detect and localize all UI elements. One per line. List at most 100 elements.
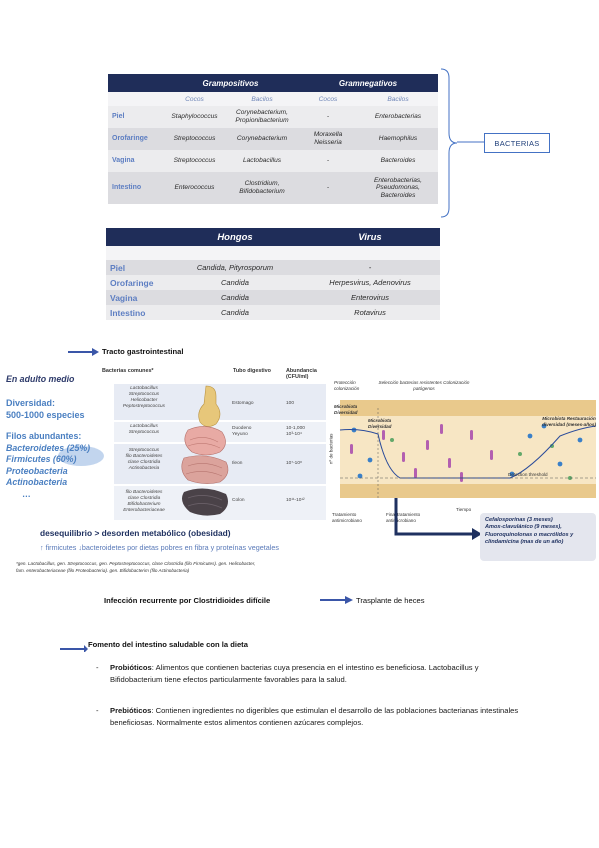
microbiota-label: Microbiota Diversidad: [368, 418, 392, 429]
bacteria-name: Streptococcus: [128, 430, 160, 435]
footnote: *gen. Lactobacillus, gen. Streptococcus,…: [16, 561, 326, 574]
diversity-label: Diversidad:: [6, 398, 56, 408]
row-label: Vagina: [106, 290, 170, 305]
tracto-label: Tracto gastrointestinal: [102, 347, 184, 356]
table-corner: [108, 74, 163, 92]
bacteria-name: Lactobacillus: [130, 424, 158, 429]
table-corner: [106, 228, 170, 246]
antibiotic-line: Fluoroquinolonas o macrólidos y: [485, 531, 574, 538]
row-label: Orofaringe: [106, 275, 170, 290]
table-row: Orofaringe Candida Herpesvirus, Adenovir…: [106, 275, 440, 290]
organ-label: Duodeno Yeyuno: [232, 426, 252, 437]
row-label: Intestino: [108, 172, 163, 204]
table-cell: Lactobacillus: [226, 150, 298, 172]
phylum-item: Actinobacteria: [6, 477, 68, 488]
footnote-line: *gen. Lactobacillus, gen. Streptococcus,…: [16, 561, 256, 566]
organ-label: Estomago: [232, 401, 254, 406]
abundance-value: 10⁷-10⁸: [286, 461, 303, 466]
phyla-title: Filos abundantes:: [6, 431, 82, 441]
col-bacteria-header: Bacterias comunes*: [102, 368, 154, 374]
bacteria-name: Streptococcus: [128, 392, 160, 397]
desequilibrio-text: desequilibrio > desorden metabólico (obe…: [40, 528, 231, 538]
antibiotic-line: Cefalosporinas (3 meses): [485, 517, 553, 523]
arrow-right-icon: [68, 348, 99, 356]
table-cell: Haemophilus: [358, 128, 438, 150]
bacteria-name: Enterobacteriaceae: [123, 508, 165, 513]
table-cell: Enterovirus: [300, 290, 440, 305]
list-item-prebioticos: - Prebióticos: Contienen ingredientes no…: [96, 705, 520, 728]
table-cell: Herpesvirus, Adenovirus: [300, 275, 440, 290]
table-cell: -: [298, 172, 358, 204]
bacteria-list: Lactobacillus Streptococcus: [114, 424, 174, 436]
threshold-label: Detection threshold: [508, 472, 548, 477]
subheader-bacilos: Bacilos: [358, 92, 438, 106]
table-cell: Enterobacterias, Pseudomonas, Bacteroide…: [358, 172, 438, 204]
table-cell: Enterobacterias: [358, 106, 438, 128]
table-cell: Rotavirus: [300, 305, 440, 320]
right-brace-icon: [440, 68, 458, 218]
table-cell: -: [298, 150, 358, 172]
gut-diagram: Bacterias comunes* Tubo digestivo Abunda…: [98, 368, 326, 520]
prebioticos-text: : Contienen ingredientes no digeribles q…: [110, 706, 519, 727]
list-item-probioticos: - Probióticos: Alimentos que contienen b…: [96, 662, 520, 685]
antibiotic-timeline: Protección colonización Selección bacter…: [328, 376, 596, 526]
antibiotic-line: Amox-clavulánico (9 meses),: [485, 524, 562, 531]
header-grampositivos: Grampositivos: [163, 74, 298, 92]
table-row: Orofaringe Streptococcus Corynebacterium…: [108, 128, 438, 150]
gut-lumen-illustration: [339, 400, 596, 498]
bacteria-table: Grampositivos Gramnegativos Cocos Bacilo…: [108, 74, 438, 204]
prebioticos-label: Prebióticos: [110, 706, 152, 715]
header-virus: Virus: [300, 228, 440, 246]
row-label: Intestino: [106, 305, 170, 320]
phylum-item: Firmicutes (60%): [6, 454, 77, 465]
col-tube-header: Tubo digestivo: [233, 368, 271, 374]
phyla-block: Filos abundantes: Bacteroidetes (25%) Fi…: [6, 431, 90, 501]
digestive-tract-icon: [181, 385, 229, 516]
microbiota-label: Microbiota Restauración diversidad (mese…: [542, 416, 596, 427]
bacteria-name: Bifidobacterium: [127, 502, 161, 507]
diversity-value: 500-1000 especies: [6, 410, 85, 420]
bacterias-label-box: BACTERIAS: [484, 133, 550, 153]
row-label: Vagina: [108, 150, 163, 172]
table-row: Piel Staphylococcus Corynebacterium, Pro…: [108, 106, 438, 128]
diversity-block: Diversidad: 500-1000 especies: [6, 397, 85, 421]
organ-label: Ileon: [232, 461, 243, 466]
y-axis-label: nº de bacterias: [328, 433, 334, 465]
bacteria-name: Lactobacillus: [130, 386, 158, 391]
tiempo-label: Tiempo: [456, 507, 472, 512]
table-cell: Corynebacterium, Propionibacterium: [226, 106, 298, 128]
proteccion-label: Protección colonización: [334, 380, 360, 391]
bacteria-name: clase Clostridia: [127, 496, 161, 501]
probioticos-label: Probióticos: [110, 663, 152, 672]
subheader-cocos: Cocos: [163, 92, 226, 106]
organ-label: Colon: [232, 498, 245, 503]
table-cell: -: [298, 106, 358, 128]
arrow-right-icon: [320, 596, 353, 604]
adult-title: En adulto medio: [6, 374, 75, 384]
header-gramnegativos: Gramnegativos: [298, 74, 438, 92]
infeccion-label: Infección recurrente por Clostridioides …: [104, 596, 271, 605]
bacteria-name: Actinobacteria: [128, 466, 160, 471]
bacteria-list: filo Bacteroidetes clase Clostridia Bifi…: [110, 490, 178, 514]
col-abund-header: Abundancia (CFU/ml): [286, 368, 317, 380]
table-cell: -: [300, 260, 440, 275]
bacteria-name: filo Bacteroidetes: [125, 490, 163, 495]
table-cell: Candida, Pityrosporum: [170, 260, 300, 275]
phylum-item: Proteobacteria: [6, 465, 68, 476]
bacteria-name: Peptostreptococcus: [122, 404, 166, 409]
bacteria-list: Lactobacillus Streptococcus Helicobacter…: [114, 386, 174, 410]
final-label: Final tratamiento antimicrobiano: [386, 512, 421, 523]
arrow-down-right-icon: [394, 498, 482, 540]
table-row: Vagina Candida Enterovirus: [106, 290, 440, 305]
probioticos-text: : Alimentos que contienen bacterias cuya…: [110, 663, 479, 684]
header-hongos: Hongos: [170, 228, 300, 246]
subheader-bacilos: Bacilos: [226, 92, 298, 106]
firmicutes-note: ↑ firmicutes ↓bacteroidetes por dietas p…: [40, 543, 279, 552]
fungi-virus-table: Hongos Virus Piel Candida, Pityrosporum …: [106, 228, 440, 320]
tratamiento-label: Tratamiento antimicrobiano: [332, 512, 362, 523]
table-cell: Clostridium, Bifidobacterium: [226, 172, 298, 204]
table-cell: Streptococcus: [163, 150, 226, 172]
connector-line: [457, 141, 484, 143]
table-cell: Candida: [170, 305, 300, 320]
table-cell: Enterococcus: [163, 172, 226, 204]
